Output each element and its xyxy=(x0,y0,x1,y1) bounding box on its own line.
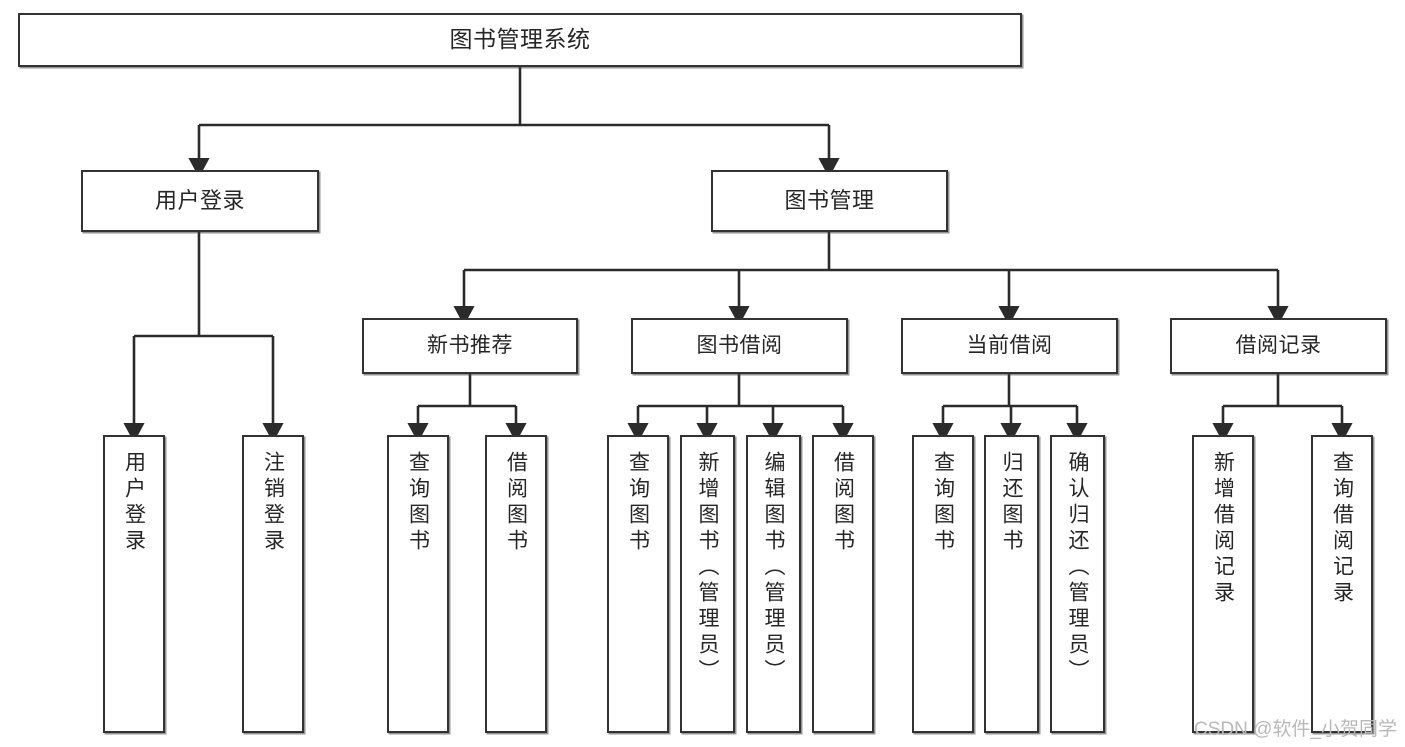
node-leaf-query-book-1[interactable]: 查询图书 xyxy=(387,435,449,733)
node-leaf-add-record-label: 新增借阅记录 xyxy=(1211,451,1235,607)
node-leaf-confirm-return-label: 确认归还（管理员） xyxy=(1066,451,1089,685)
node-leaf-return-book[interactable]: 归还图书 xyxy=(984,435,1039,733)
node-leaf-query-book-3[interactable]: 查询图书 xyxy=(912,435,974,733)
node-leaf-borrow-book-2[interactable]: 借阅图书 xyxy=(812,435,874,733)
node-root-system[interactable]: 图书管理系统 xyxy=(18,13,1022,67)
node-new-book-recommend[interactable]: 新书推荐 xyxy=(362,318,578,374)
node-leaf-logout-label: 注销登录 xyxy=(261,451,285,555)
node-leaf-query-book-2[interactable]: 查询图书 xyxy=(607,435,669,733)
node-leaf-borrow-book-1-label: 借阅图书 xyxy=(504,451,528,555)
node-leaf-edit-book-label: 编辑图书（管理员） xyxy=(762,451,785,685)
node-current-borrow[interactable]: 当前借阅 xyxy=(901,318,1118,374)
watermark-text: CSDN @软件_小贺同学 xyxy=(1194,719,1397,740)
node-book-manage[interactable]: 图书管理 xyxy=(711,170,948,232)
node-borrow-record-label: 借阅记录 xyxy=(1235,334,1322,358)
node-root-system-label: 图书管理系统 xyxy=(449,26,591,53)
connector-lines xyxy=(123,67,1353,443)
node-borrow-record[interactable]: 借阅记录 xyxy=(1170,318,1387,374)
node-leaf-query-book-3-label: 查询图书 xyxy=(931,451,955,555)
node-current-borrow-label: 当前借阅 xyxy=(966,334,1053,358)
node-leaf-query-record[interactable]: 查询借阅记录 xyxy=(1311,435,1373,733)
node-leaf-query-book-2-label: 查询图书 xyxy=(626,451,650,555)
node-leaf-confirm-return[interactable]: 确认归还（管理员） xyxy=(1050,435,1105,733)
node-leaf-borrow-book-2-label: 借阅图书 xyxy=(831,451,855,555)
node-leaf-user-login-label: 用户登录 xyxy=(122,451,146,555)
node-leaf-add-record[interactable]: 新增借阅记录 xyxy=(1192,435,1254,733)
node-leaf-query-record-label: 查询借阅记录 xyxy=(1330,451,1354,607)
node-leaf-return-book-label: 归还图书 xyxy=(1000,451,1023,555)
node-book-borrow[interactable]: 图书借阅 xyxy=(631,318,848,374)
node-leaf-user-login[interactable]: 用户登录 xyxy=(103,435,165,733)
node-new-book-recommend-label: 新书推荐 xyxy=(427,334,513,358)
node-user-login-label: 用户登录 xyxy=(154,187,245,213)
node-user-login[interactable]: 用户登录 xyxy=(81,170,319,232)
node-book-manage-label: 图书管理 xyxy=(784,187,875,213)
node-leaf-add-book-label: 新增图书（管理员） xyxy=(696,451,719,685)
node-leaf-edit-book[interactable]: 编辑图书（管理员） xyxy=(746,435,801,733)
node-leaf-add-book[interactable]: 新增图书（管理员） xyxy=(680,435,735,733)
node-leaf-query-book-1-label: 查询图书 xyxy=(406,451,430,555)
node-book-borrow-label: 图书借阅 xyxy=(696,334,783,358)
node-leaf-borrow-book-1[interactable]: 借阅图书 xyxy=(485,435,547,733)
node-leaf-logout[interactable]: 注销登录 xyxy=(242,435,304,733)
